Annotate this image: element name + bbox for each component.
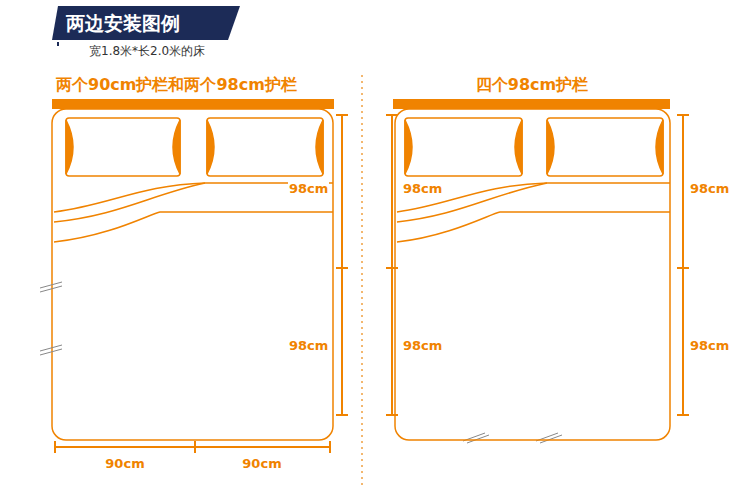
dimension-label: 98cm (402, 182, 443, 197)
separator-line (361, 75, 363, 485)
dimension-lines (386, 115, 689, 415)
dimension-label: 90cm (241, 457, 282, 472)
dimension-label: 98cm (288, 339, 329, 354)
dimension-label: 98cm (689, 182, 730, 197)
dimension-label: 98cm (402, 339, 443, 354)
break-marks (40, 282, 562, 443)
dimension-label: 98cm (288, 182, 329, 197)
dimension-lines (55, 115, 348, 453)
right-heading: 四个98cm护栏 (475, 76, 589, 94)
right-bed (393, 99, 670, 440)
left-heading: 两个90cm护栏和两个98cm护栏 (55, 76, 298, 94)
title-banner-shape (52, 6, 240, 40)
subtitle: 宽1.8米*长2.0米的床 (88, 45, 206, 59)
dimension-label: 90cm (104, 457, 145, 472)
left-bed (52, 99, 334, 440)
dimension-label: 98cm (689, 339, 730, 354)
banner-tick (57, 42, 59, 46)
title-banner: 两边安装图例 (52, 6, 180, 40)
